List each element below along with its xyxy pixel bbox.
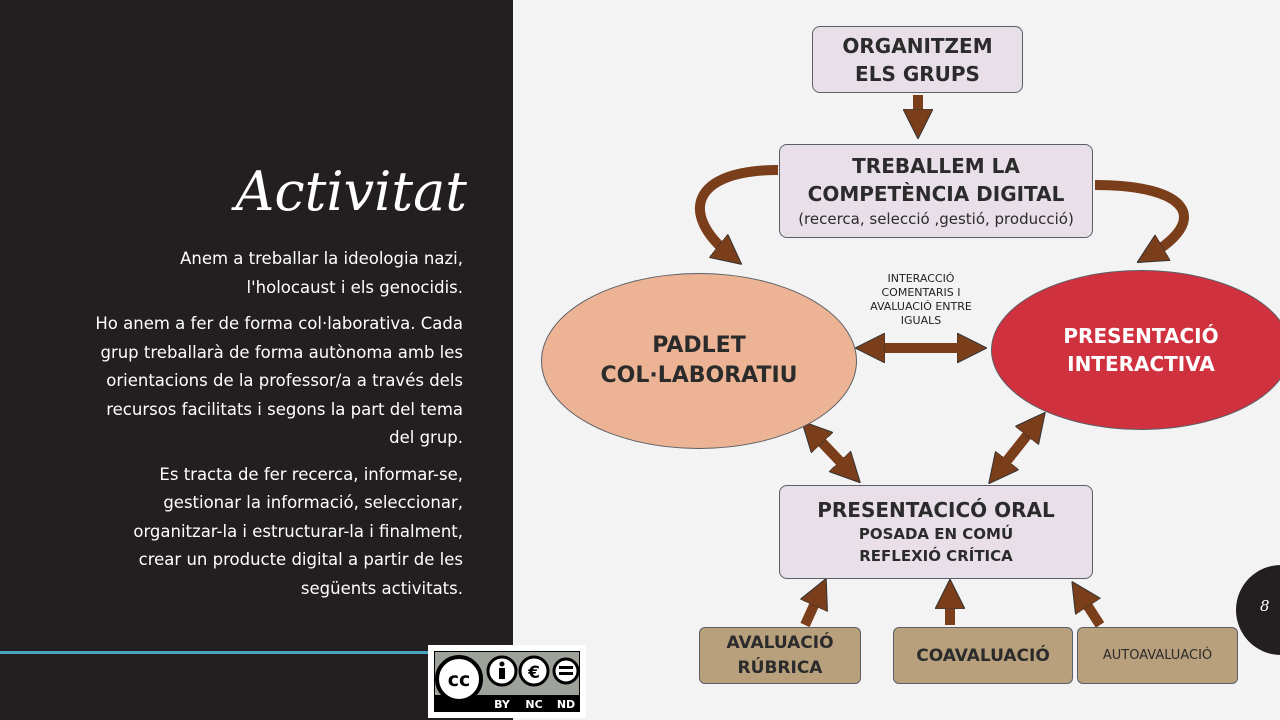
box-line: RÚBRICA <box>737 657 823 678</box>
box-line: REFLEXIÓ CRÍTICA <box>859 547 1013 565</box>
paragraph: Ho anem a fer de forma col·laborativa. C… <box>95 314 463 447</box>
box-line: ELS GRUPS <box>855 61 980 86</box>
box-line: COMPETÈNCIA DIGITAL <box>807 182 1065 206</box>
left-panel <box>0 0 513 720</box>
organize-groups-box: ORGANITZEM ELS GRUPS <box>812 26 1023 93</box>
slide-body: Anem a treballar la ideologia nazi, l'ho… <box>95 245 463 611</box>
box-line: AUTOAVALUACIÓ <box>1102 648 1213 663</box>
presentation-ellipse: PRESENTACIÓ INTERACTIVA <box>991 270 1280 430</box>
slide-title: Activitat <box>235 160 467 223</box>
box-line: POSADA EN COMÚ <box>858 525 1014 543</box>
ellipse-line: INTERACTIVA <box>1067 352 1215 376</box>
cc-nc-label: NC <box>525 698 542 711</box>
arrow-selfeval <box>1080 594 1105 628</box>
interaction-label: INTERACCIÓ COMENTARIS I AVALUACIÓ ENTRE … <box>856 272 986 328</box>
svg-text:€: € <box>527 663 540 683</box>
cc-nd-label: ND <box>557 698 575 711</box>
arrow-curve-left <box>694 165 779 255</box>
box-line: TREBALLEM LA <box>852 154 1020 178</box>
digital-competence-box: TREBALLEM LA COMPETÈNCIA DIGITAL (recerc… <box>779 144 1093 238</box>
ellipse-line: PRESENTACIÓ <box>1063 324 1219 348</box>
arrow-rubric <box>805 592 820 628</box>
cc-license-badge: cc € BY NC ND <box>428 645 586 718</box>
arrow-oral-padlet <box>812 432 854 476</box>
label-line: COMENTARIS I <box>881 286 961 299</box>
box-line: AVALUACIÓ <box>726 632 834 653</box>
self-evaluation-box: AUTOAVALUACIÓ <box>1077 627 1238 684</box>
box-line: ORGANITZEM <box>842 33 993 58</box>
ellipse-line: PADLET <box>652 333 746 358</box>
page-number: 8 <box>1260 597 1270 615</box>
paragraph: Es tracta de fer recerca, informar-se, g… <box>133 464 463 598</box>
rubric-box: AVALUACIÓ RÚBRICA <box>699 627 861 684</box>
box-line: PRESENTACICÓ ORAL <box>817 498 1055 522</box>
coevaluation-box: COAVALUACIÓ <box>893 627 1073 684</box>
box-line: COAVALUACIÓ <box>916 645 1050 666</box>
svg-text:cc: cc <box>448 669 471 691</box>
cc-by-label: BY <box>494 698 511 711</box>
label-line: IGUALS <box>900 314 942 327</box>
arrow-oral-pres <box>994 424 1036 476</box>
label-line: AVALUACIÓ ENTRE <box>870 300 972 313</box>
divider-line <box>0 651 430 654</box>
box-subtitle: (recerca, selecció ,gestió, producció) <box>798 210 1074 228</box>
oral-presentation-box: PRESENTACICÓ ORAL POSADA EN COMÚ REFLEXI… <box>779 485 1093 579</box>
padlet-ellipse: PADLET COL·LABORATIU <box>541 273 857 449</box>
ellipse-line: COL·LABORATIU <box>600 363 798 388</box>
label-line: INTERACCIÓ <box>887 272 955 285</box>
arrow-curve-right <box>1094 180 1189 255</box>
paragraph: Anem a treballar la ideologia nazi, l'ho… <box>180 249 463 297</box>
